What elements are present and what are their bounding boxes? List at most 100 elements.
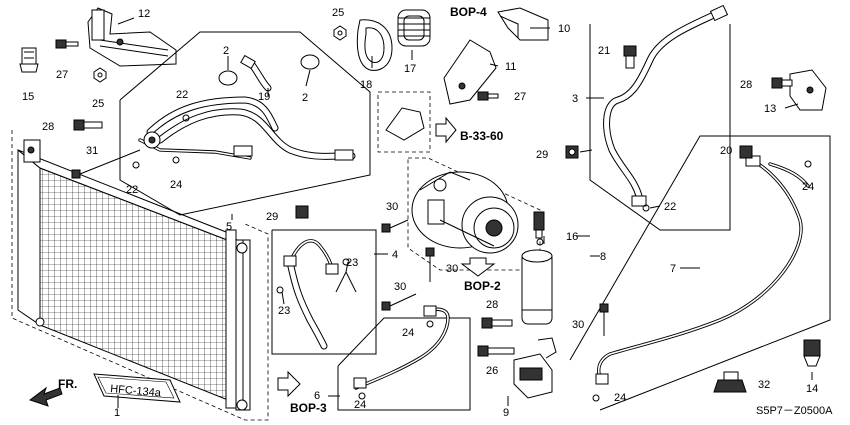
- callout-22c: 22: [664, 201, 676, 213]
- callout-24a: 24: [170, 179, 182, 191]
- pressure-switch-16: [533, 211, 545, 246]
- callout-23b: 23: [278, 305, 290, 317]
- label-plate-text: HFC-134a: [110, 383, 162, 399]
- callout-30d: 30: [572, 319, 584, 331]
- receiver-drier: [521, 249, 553, 325]
- cap-29a: [565, 145, 579, 159]
- bolt-30a: [381, 219, 409, 233]
- callout-28c: 28: [486, 299, 498, 311]
- callout-18: 18: [360, 79, 372, 91]
- hose-19: [240, 54, 272, 92]
- callout-29b: 29: [266, 211, 278, 223]
- bracket-13: [789, 69, 827, 111]
- o-ring-22c: [642, 204, 650, 212]
- bolt-28a: [73, 119, 103, 131]
- pipe-6: [353, 305, 450, 390]
- callout-28b: 28: [740, 79, 752, 91]
- callout-11: 11: [505, 61, 516, 73]
- cap-29b: [295, 205, 309, 219]
- clip-14: [803, 339, 821, 367]
- callout-30a: 30: [386, 201, 398, 213]
- reference-b3360: B-33-60: [460, 129, 504, 143]
- pipe-6-outline: [337, 317, 471, 411]
- o-ring-22a: [182, 114, 190, 122]
- o-ring-23a: [342, 258, 350, 266]
- clip-32: [713, 371, 747, 393]
- nut-25b: [333, 25, 347, 41]
- leader-lines: [117, 17, 813, 408]
- bolt-28b: [771, 77, 793, 89]
- reference-bop4: BOP-4: [450, 5, 487, 19]
- liquid-pipe-outline: [569, 135, 831, 411]
- callout-27a: 27: [56, 69, 68, 81]
- bolt-30d: [599, 303, 609, 336]
- callout-15: 15: [22, 91, 34, 103]
- callout-30c: 30: [394, 281, 406, 293]
- callout-22a: 22: [176, 89, 188, 101]
- bracket-11: [443, 39, 497, 105]
- nut-25a: [93, 67, 107, 83]
- front-arrow-icon: [28, 386, 63, 407]
- discharge-hose: [603, 4, 729, 207]
- callout-2b: 2: [302, 92, 308, 104]
- callout-6: 6: [314, 390, 320, 402]
- pipe-group-outline: [589, 24, 731, 231]
- callout-21: 21: [598, 45, 610, 57]
- o-ring-24e: [804, 160, 812, 168]
- clip-15: [19, 47, 39, 73]
- suction-hose: [138, 96, 356, 161]
- callout-24c: 24: [354, 399, 366, 411]
- front-label: FR.: [58, 377, 77, 391]
- valve-21: [623, 45, 637, 69]
- callout-20: 20: [720, 145, 732, 157]
- callout-29a: 29: [536, 149, 548, 161]
- valve-20: [739, 145, 753, 159]
- callout-12: 12: [138, 8, 150, 20]
- pipe-4-outline: [271, 229, 377, 355]
- bolt-27b: [477, 91, 499, 101]
- callout-23a: 23: [346, 257, 358, 269]
- callout-16: 16: [566, 231, 578, 243]
- callout-27b: 27: [514, 91, 526, 103]
- callout-22b: 22: [126, 184, 138, 196]
- seal-18: [356, 19, 393, 71]
- callout-25a: 25: [92, 98, 104, 110]
- clamp-2a: [218, 70, 238, 86]
- o-ring-24a: [172, 156, 180, 164]
- callout-30b: 30: [446, 263, 458, 275]
- cover-10: [497, 7, 549, 41]
- callout-1: 1: [114, 407, 120, 419]
- bracket-9: [513, 337, 557, 399]
- pipe-4: [283, 239, 339, 350]
- bolt-30c: [381, 293, 417, 311]
- condenser: [17, 139, 251, 411]
- reference-bop2: BOP-2: [464, 279, 501, 293]
- callout-28a: 28: [42, 121, 54, 133]
- condenser-dashed-outline: [11, 130, 269, 421]
- o-ring-24d: [592, 394, 600, 402]
- clamp-2b: [300, 54, 320, 70]
- bolt-28c: [481, 317, 513, 329]
- bolt-31: [71, 149, 141, 179]
- diagram-code: S5P7－Z0500A: [756, 405, 833, 417]
- hose-group-outline: [119, 31, 371, 216]
- bop3-arrow-icon: [277, 370, 301, 398]
- callout-25b: 25: [332, 7, 344, 19]
- callout-4: 4: [392, 249, 398, 261]
- reference-box-b3360: [377, 91, 457, 153]
- liquid-pipe: [595, 155, 810, 385]
- callout-24e: 24: [802, 181, 814, 193]
- callout-10: 10: [558, 23, 570, 35]
- callout-8: 8: [600, 251, 606, 263]
- callout-3: 3: [572, 93, 578, 105]
- callout-32: 32: [758, 379, 770, 391]
- o-ring-22b: [132, 161, 140, 169]
- condenser-bracket: [87, 7, 177, 67]
- grommet-17: [397, 9, 431, 47]
- callout-5: 5: [226, 221, 232, 233]
- o-ring-24b: [426, 320, 434, 328]
- callout-24d: 24: [614, 392, 626, 404]
- callout-24b: 24: [402, 327, 414, 339]
- refrigerant-label-plate: HFC-134a: [93, 373, 181, 403]
